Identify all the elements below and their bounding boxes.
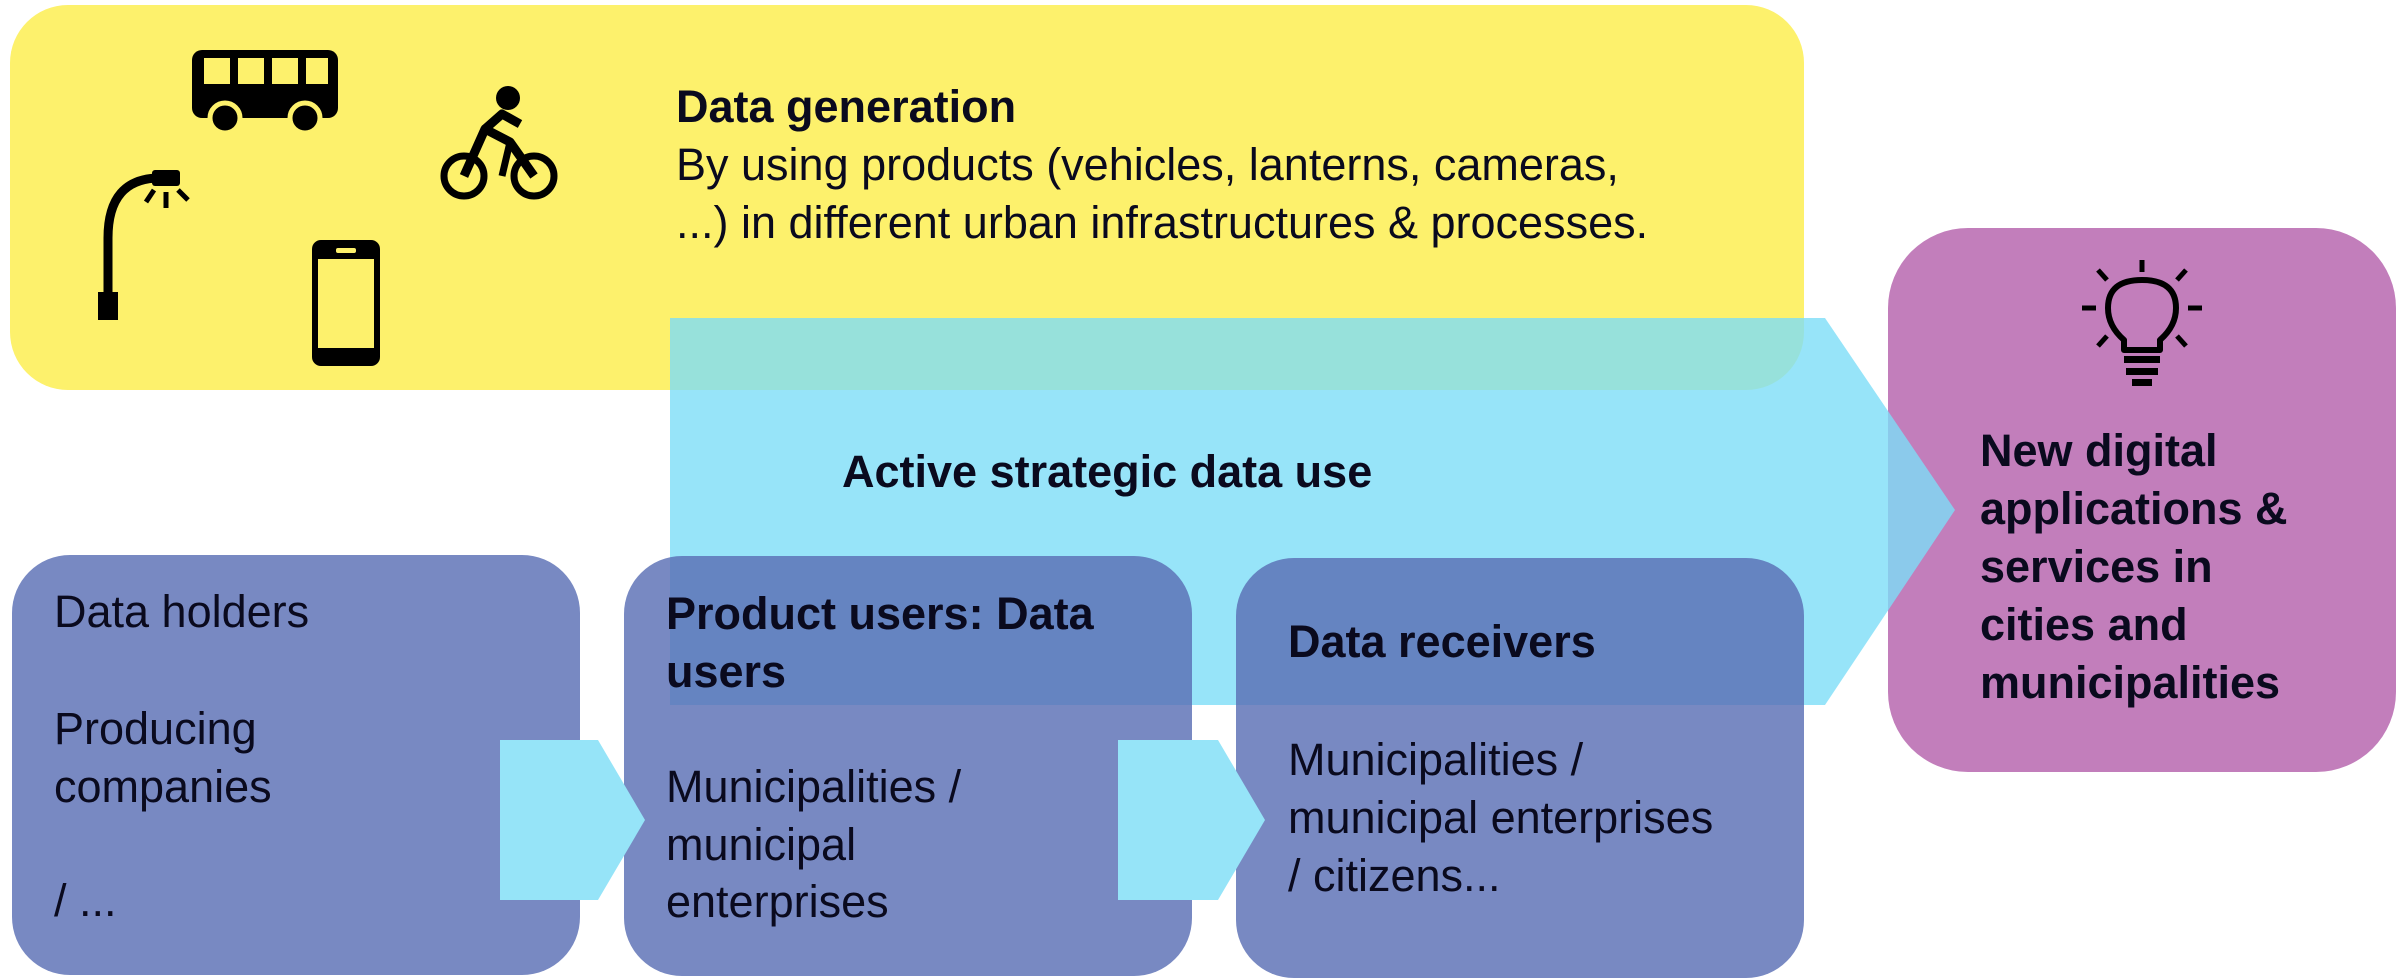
result-line-1: New digital [1980,425,2218,476]
data-users-title-line1: Product users: Data [666,588,1094,639]
data-holders-line3: / ... [54,875,117,926]
data-users-line1: Municipalities / [666,761,962,812]
result-line-4: cities and [1980,599,2188,650]
bus-icon [192,50,338,134]
data-users-line3: enterprises [666,876,889,927]
connector-arrows [500,740,1265,900]
data-generation-title: Data generation [676,81,1017,132]
data-holders-box [12,555,580,975]
data-receivers-line3: / citizens... [1288,850,1501,901]
data-generation-text-line2: ...) in different urban infrastructures … [676,197,1649,248]
data-receivers-line1: Municipalities / [1288,734,1584,785]
users-to-receivers-arrow [1118,740,1265,900]
data-receivers-line2: municipal enterprises [1288,792,1714,843]
street-lamp-icon [98,170,190,320]
smartphone-icon [312,240,380,366]
digital-applications-panel [1888,228,2396,772]
result-line-5: municipalities [1980,657,2281,708]
bicycle-icon [440,86,558,200]
data-generation-text-line1: By using products (vehicles, lanterns, c… [676,139,1619,190]
arrow-label: Active strategic data use [842,446,1373,497]
data-holders-title: Data holders [54,586,310,637]
data-receivers-box [1236,558,1804,978]
lightbulb-icon [2082,260,2202,386]
data-holders-line1: Producing [54,703,257,754]
data-users-line2: municipal [666,819,857,870]
data-users-title-line2: users [666,646,787,697]
result-line-3: services in [1980,541,2213,592]
data-holders-line2: companies [54,761,272,812]
result-line-2: applications & [1980,483,2288,534]
data-receivers-title: Data receivers [1288,616,1596,667]
holders-to-users-arrow [500,740,645,900]
data-users-box [624,556,1192,976]
